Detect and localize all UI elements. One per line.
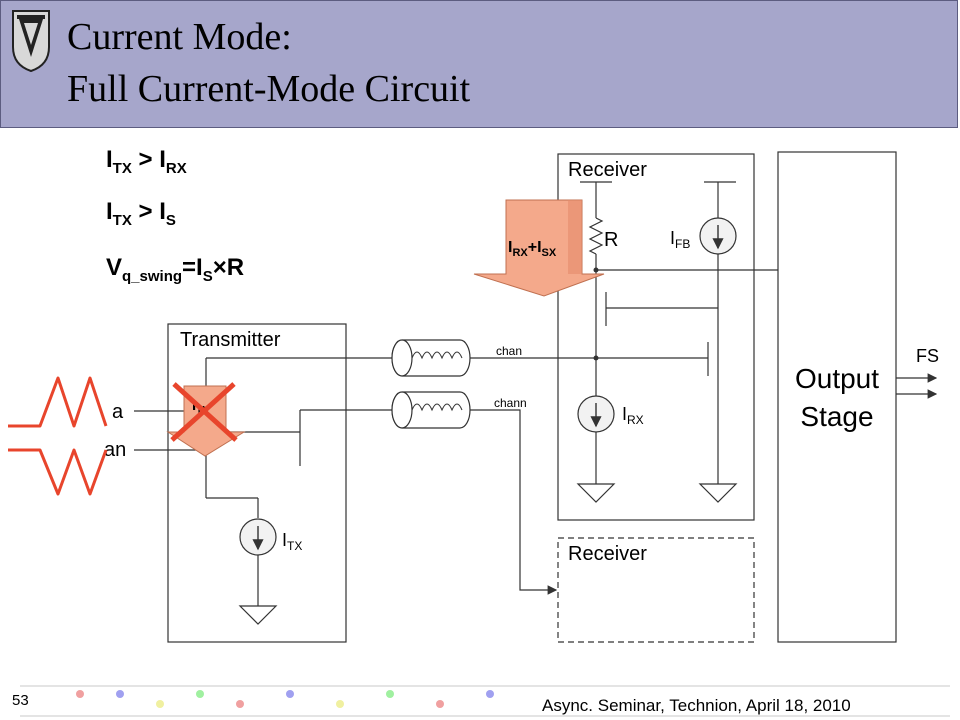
input-a-label: a [112,401,124,423]
resistor-icon [588,217,604,255]
equation-itx-gt-is: ITX > IS [106,198,176,229]
receiver-top-box [557,153,755,521]
technion-logo [12,10,50,73]
chann-to-lower-receiver [470,409,558,595]
current-irx-label: IRX [622,404,644,427]
chan-label: chan [496,344,522,358]
waveform-a [8,376,108,428]
arrow-itx [166,385,246,457]
footer-decoration [20,685,950,717]
current-itx-label: ITX [282,530,302,553]
arrow-irx-isx-shadow [568,200,582,274]
title-bar: Current Mode: Full Current-Mode Circuit [0,0,958,128]
chann-label: chann [494,396,527,410]
receiver-top-label: Receiver [568,159,647,181]
arrow-irx-isx-label: IRX+ISX [508,239,557,259]
footer-text: Async. Seminar, Technion, April 18, 2010 [542,696,851,715]
output-stage-label-2: Stage [800,401,873,432]
receiver-bottom-label: Receiver [568,543,647,565]
transmitter-label: Transmitter [180,329,281,351]
input-an-label: an [104,439,126,461]
output-stage-box [777,151,897,643]
output-stage-label-1: Output [795,363,879,394]
equation-vq-swing: Vq_swing=IS×R [106,254,245,285]
tx-ground-icon [238,605,278,625]
title-line-1: Current Mode: [67,16,292,58]
ifb-ground-icon [698,483,738,503]
cross-mark-icon [170,382,238,442]
transmitter-box [167,323,347,643]
irx-ground-icon [576,483,616,503]
fs-label: FS [916,346,939,366]
slide-number: 53 [12,692,29,709]
coil-chan [391,339,471,377]
current-ifb-label: IFB [670,228,690,251]
title-line-2: Full Current-Mode Circuit [67,68,471,110]
waveform-an [8,448,108,496]
coil-chann [391,391,471,429]
equation-itx-gt-irx: ITX > IRX [106,146,187,177]
resistor-label: R [604,229,618,251]
